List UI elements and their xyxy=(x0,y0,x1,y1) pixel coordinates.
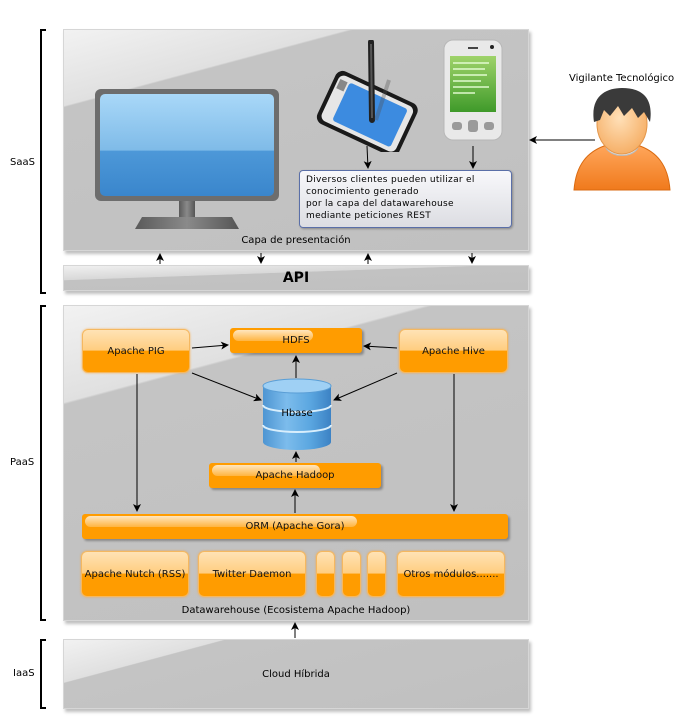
module-label: Otros módulos....... xyxy=(403,568,499,580)
apache-hive-label: Apache Hive xyxy=(422,345,485,357)
iaas-bracket xyxy=(40,639,46,709)
iaas-label: IaaS xyxy=(13,668,35,679)
user-avatar-icon xyxy=(573,88,671,191)
module-placeholder[interactable] xyxy=(342,551,361,597)
apache-hadoop-box[interactable]: Apache Hadoop xyxy=(209,463,381,488)
apache-hadoop-label: Apache Hadoop xyxy=(255,470,335,481)
presentation-layer-label: Capa de presentación xyxy=(241,235,351,246)
paas-label: PaaS xyxy=(10,457,35,468)
note-line: mediante peticiones REST xyxy=(306,211,432,221)
desktop-monitor-icon xyxy=(95,89,279,229)
datawarehouse-label: Datawarehouse (Ecosistema Apache Hadoop) xyxy=(181,605,411,616)
module-twitter-daemon[interactable]: Twitter Daemon xyxy=(198,551,306,597)
note-line: por la capa del datawarehouse xyxy=(306,199,454,209)
api-bar: API xyxy=(63,265,529,291)
orm-label: ORM (Apache Gora) xyxy=(245,521,345,532)
module-label: Twitter Daemon xyxy=(212,568,292,580)
actor-label: Vigilante Tecnológico xyxy=(569,73,675,84)
presentation-layer-panel: Diversos clientes pueden utilizar el con… xyxy=(63,29,529,251)
module-label: Apache Nutch (RSS) xyxy=(84,568,186,580)
module-placeholder[interactable] xyxy=(316,551,335,597)
module-otros[interactable]: Otros módulos....... xyxy=(397,551,505,597)
pda-phone-icon xyxy=(443,39,503,141)
note-line: conocimiento generado xyxy=(306,187,419,197)
graphics-tablet-icon xyxy=(316,40,418,152)
hbase-database[interactable]: Hbase xyxy=(262,378,332,452)
saas-label: SaaS xyxy=(10,157,35,168)
hbase-label: Hbase xyxy=(281,408,313,419)
apache-hive-box[interactable]: Apache Hive xyxy=(399,329,508,373)
orm-apache-gora-bar[interactable]: ORM (Apache Gora) xyxy=(82,514,508,539)
hdfs-box[interactable]: HDFS xyxy=(230,328,362,353)
rest-clients-note: Diversos clientes pueden utilizar el con… xyxy=(299,170,512,228)
module-apache-nutch[interactable]: Apache Nutch (RSS) xyxy=(81,551,189,597)
apache-pig-box[interactable]: Apache PIG xyxy=(82,329,190,373)
saas-bracket xyxy=(40,29,46,294)
cloud-label: Cloud Híbrida xyxy=(262,668,330,680)
api-label: API xyxy=(282,270,310,286)
apache-pig-label: Apache PIG xyxy=(107,345,165,357)
module-placeholder[interactable] xyxy=(367,551,386,597)
hdfs-label: HDFS xyxy=(282,335,310,346)
paas-bracket xyxy=(40,305,46,621)
note-line: Diversos clientes pueden utilizar el xyxy=(306,175,475,185)
database-cylinder-icon xyxy=(262,378,332,450)
cloud-infrastructure-panel: Cloud Híbrida xyxy=(63,639,529,709)
